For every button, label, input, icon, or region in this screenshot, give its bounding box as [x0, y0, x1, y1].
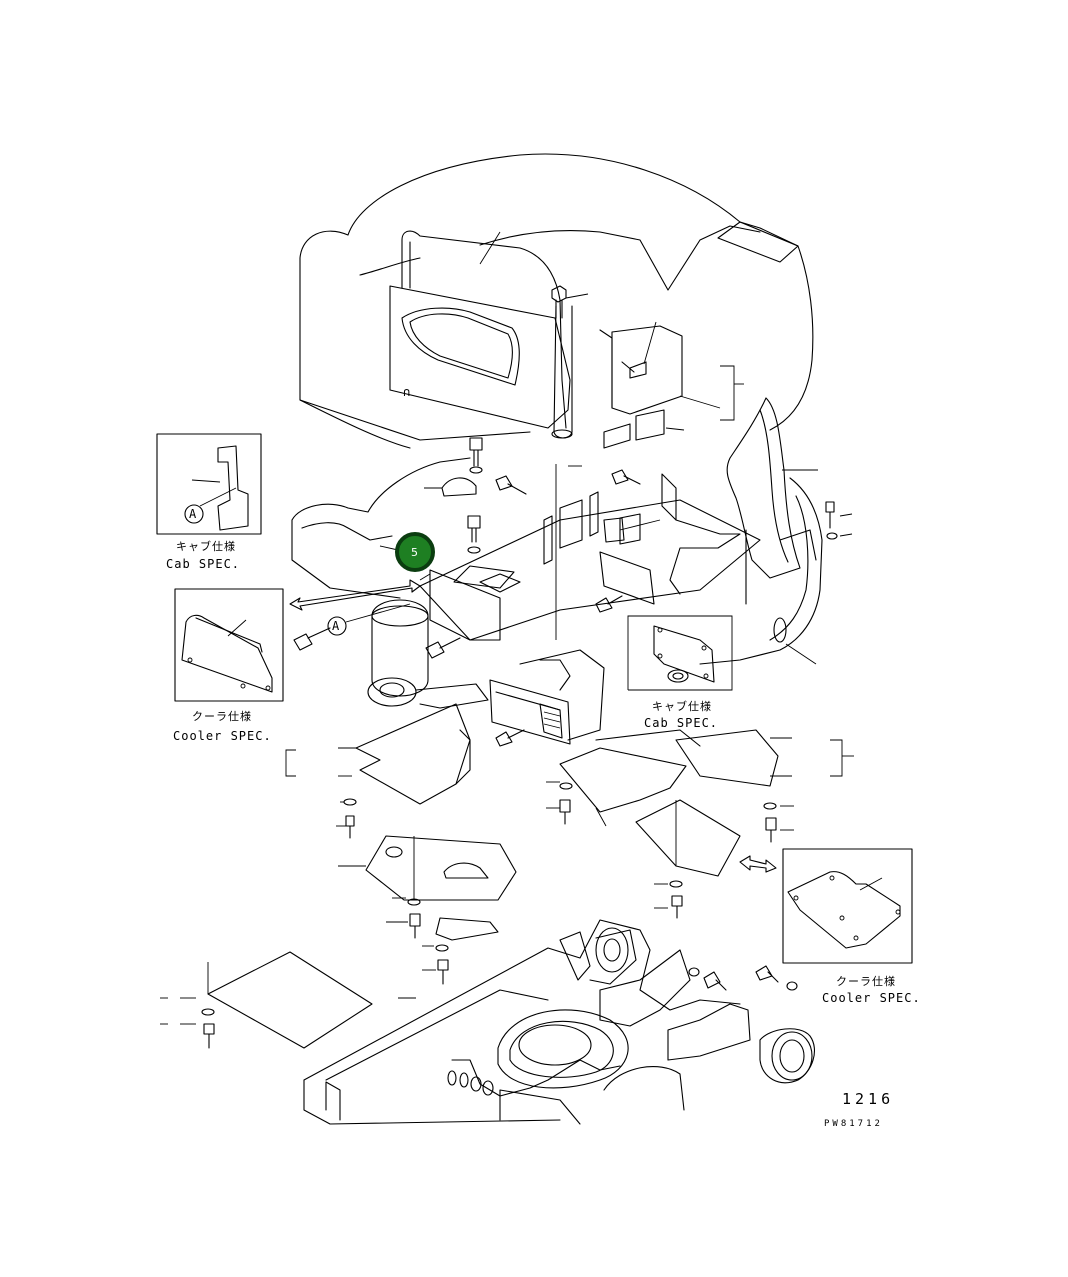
floor-plate	[338, 835, 517, 941]
cooler-spec-jp-label-right: クーラ仕様	[836, 974, 896, 988]
engine-hood-outline	[299, 153, 814, 449]
swing-post	[367, 599, 489, 709]
cooler-spec-inset-right: クーラ仕様 Cooler SPEC.	[782, 848, 921, 1005]
under-cover-center	[559, 729, 854, 877]
hardware	[201, 437, 853, 1049]
drawing-code: PW81712	[824, 1119, 883, 1129]
page-number: 1216	[842, 1090, 894, 1108]
cab-spec-jp-label-center: キャブ仕様	[652, 699, 712, 713]
direction-arrow-right	[739, 855, 777, 873]
vent-panel	[489, 649, 605, 745]
cooler-spec-jp-label: クーラ仕様	[192, 709, 252, 723]
under-cover-left	[285, 703, 471, 805]
callout-circle[interactable]	[395, 532, 435, 572]
reference-circle-a: A	[327, 603, 411, 636]
center-brackets	[424, 477, 625, 565]
callout-marker-5[interactable]: 5	[379, 532, 435, 572]
side-guard-assembly: ∩	[389, 230, 573, 439]
frame-plates	[419, 464, 761, 641]
counterweight-body	[291, 457, 823, 665]
cab-spec-inset-left: A キャブ仕様 Cab SPEC.	[156, 433, 262, 571]
svg-text:∩: ∩	[403, 385, 411, 399]
cab-spec-inset-center: キャブ仕様 Cab SPEC.	[627, 615, 733, 730]
cooler-spec-en-label: Cooler SPEC.	[173, 729, 272, 743]
direction-arrow	[289, 573, 431, 611]
cab-spec-en-label-center: Cab SPEC.	[644, 716, 718, 730]
cab-spec-en-label: Cab SPEC.	[166, 557, 240, 571]
bracket-panel	[599, 321, 744, 449]
lower-frame	[160, 919, 815, 1125]
cab-spec-jp-label: キャブ仕様	[176, 539, 236, 553]
reference-letter-main: A	[332, 619, 340, 633]
cooler-spec-en-label-right: Cooler SPEC.	[822, 991, 921, 1005]
callout-number: 5	[411, 546, 418, 559]
cooler-spec-inset-left: クーラ仕様 Cooler SPEC.	[173, 588, 284, 743]
reference-letter: A	[189, 507, 197, 521]
bolt	[551, 285, 589, 319]
right-side-shield	[726, 397, 818, 605]
